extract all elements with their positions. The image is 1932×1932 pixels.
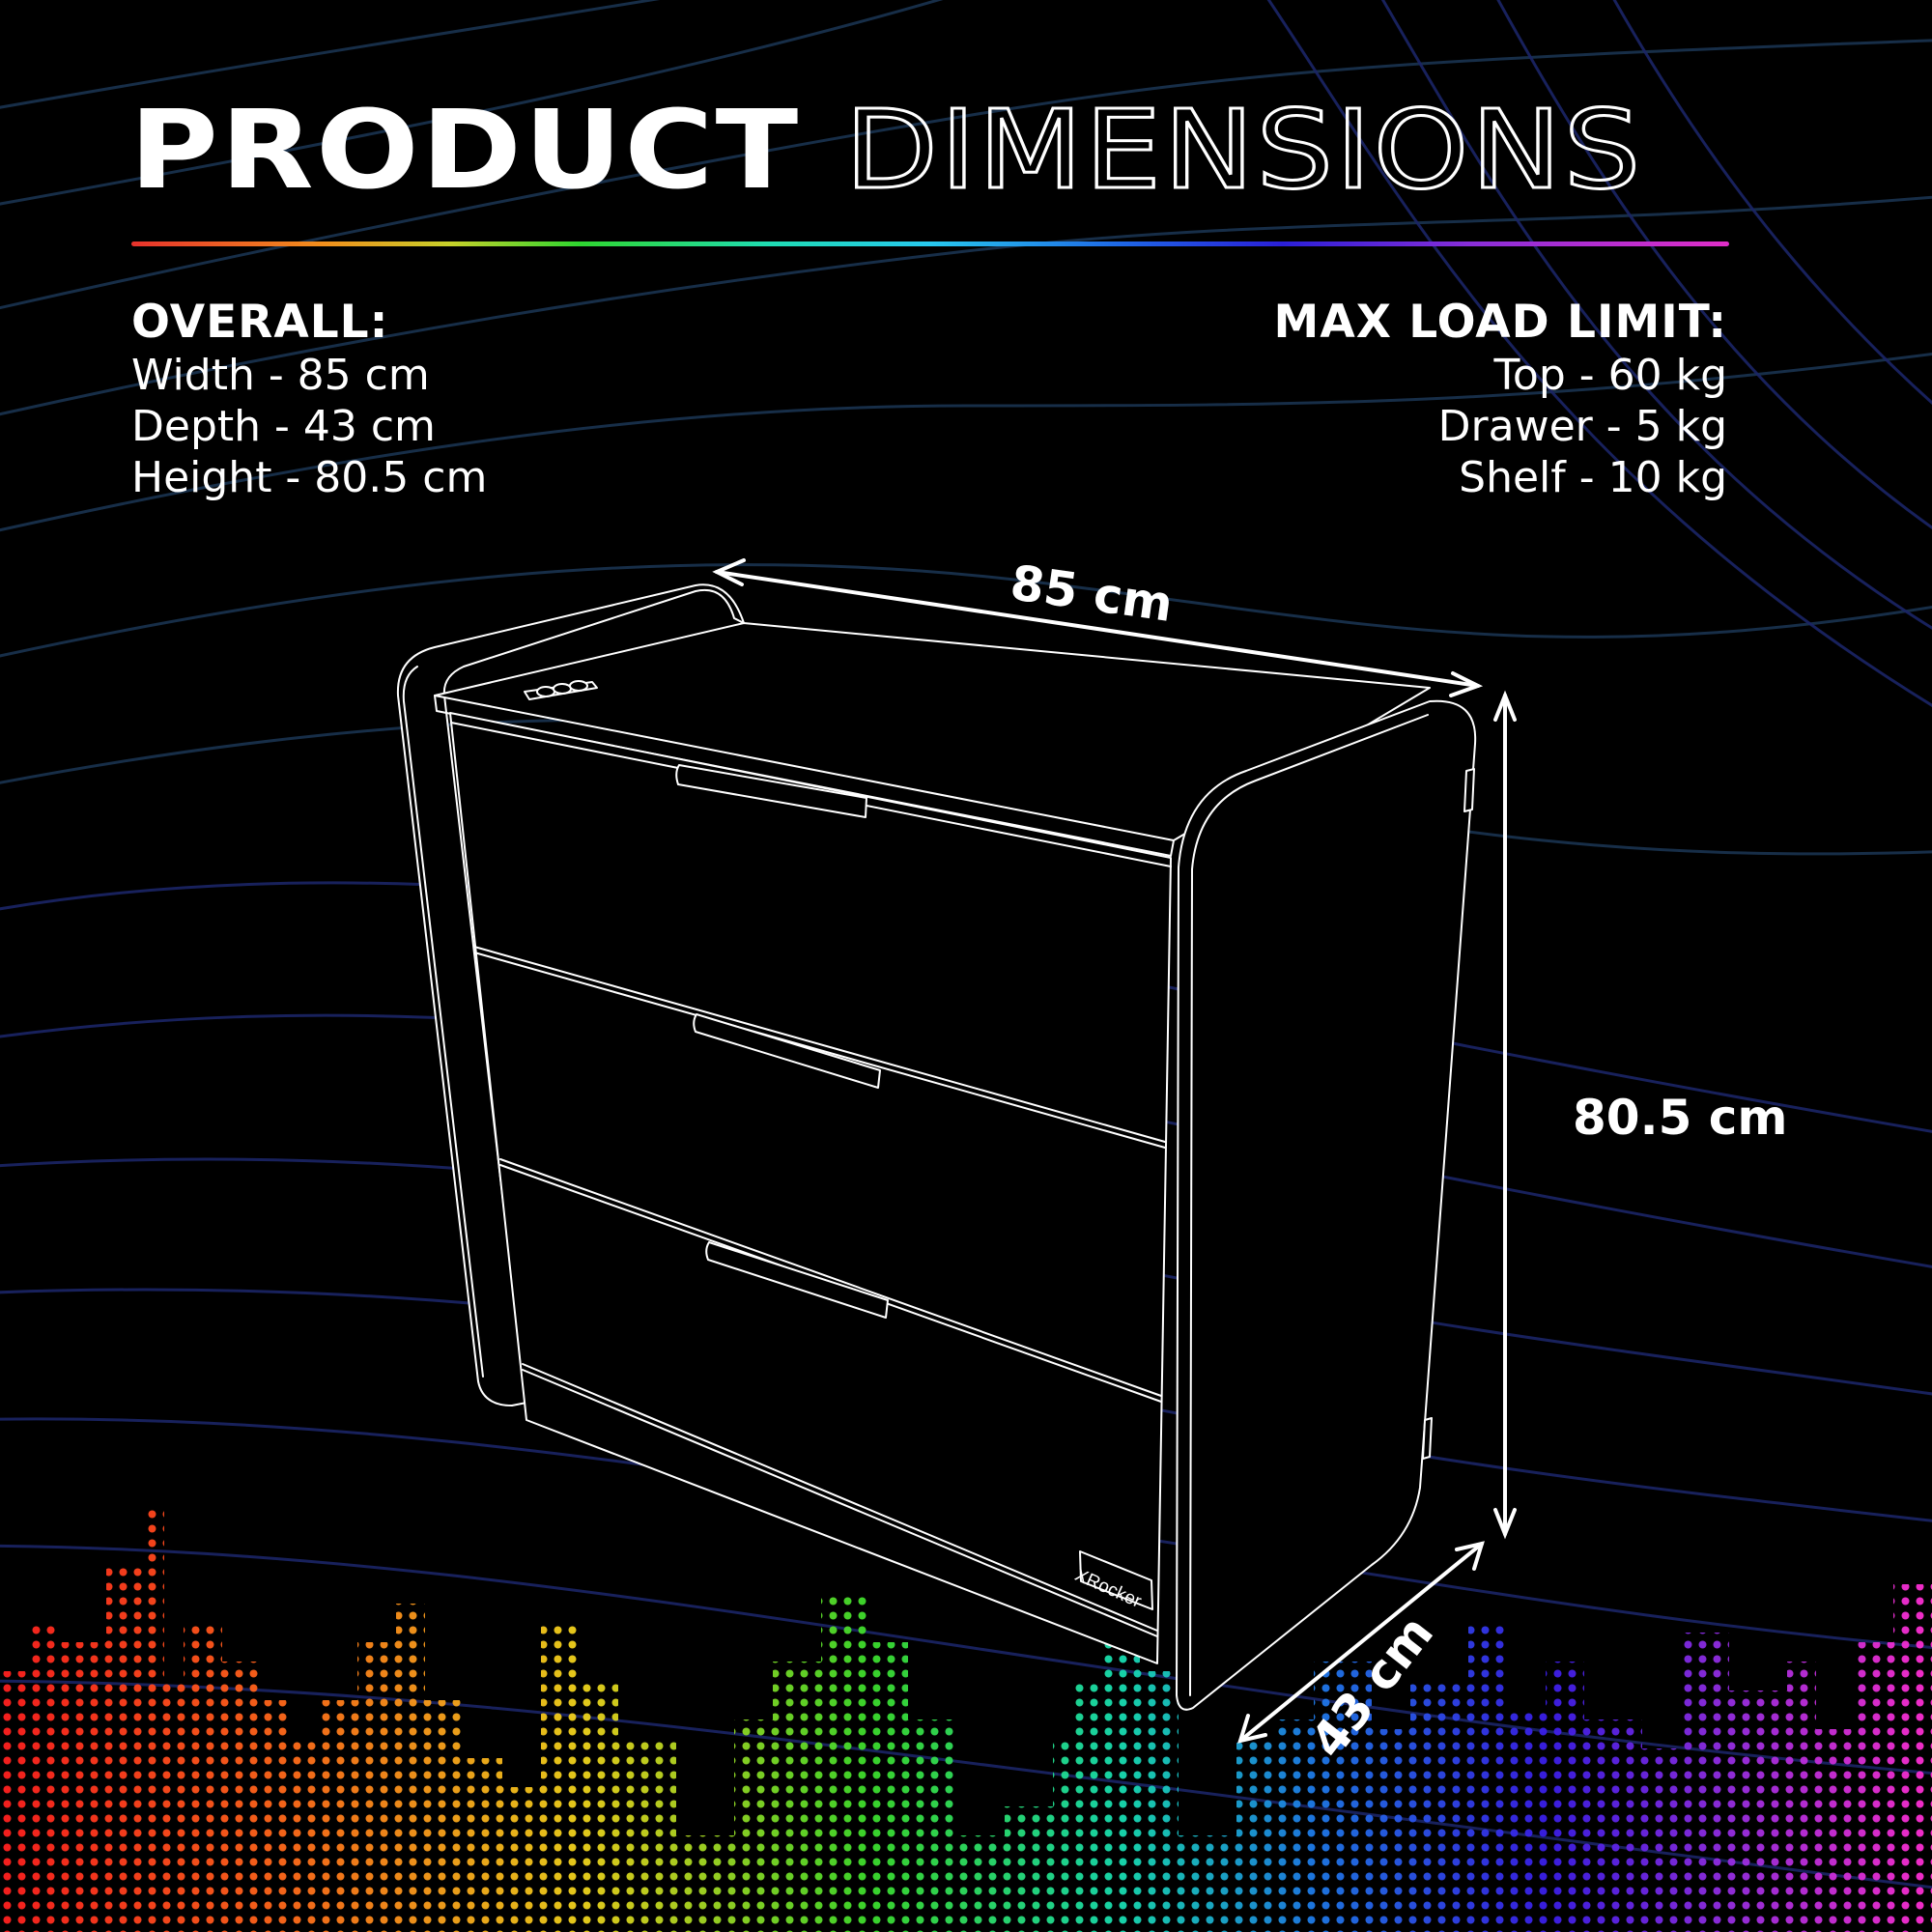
- overall-height: Height - 80.5 cm: [131, 453, 488, 502]
- title-solid-word: PRODUCT: [129, 88, 801, 213]
- width-arrow-icon: [712, 558, 1484, 697]
- overall-width: Width - 85 cm: [131, 351, 430, 400]
- height-arrow-icon: [1493, 690, 1517, 1540]
- load-drawer: Drawer - 5 kg: [1437, 402, 1727, 451]
- left-side-panel: [396, 583, 745, 1406]
- front-face: [449, 712, 1172, 1664]
- overall-depth: Depth - 43 cm: [131, 402, 436, 451]
- title-outline-word: DIMENSIONS: [843, 88, 1643, 213]
- right-side-panel: [1176, 699, 1477, 1711]
- top-surface: [434, 622, 1431, 841]
- drawer-handle-1: [675, 764, 867, 818]
- depth-arrow-icon: [1237, 1541, 1485, 1744]
- load-top: Top - 60 kg: [1493, 351, 1727, 400]
- height-dimension-label: 80.5 cm: [1573, 1090, 1788, 1146]
- load-shelf: Shelf - 10 kg: [1459, 453, 1727, 502]
- usb-port-icon: [524, 680, 598, 700]
- drawer-handle-2: [693, 1013, 881, 1089]
- max-load-block: MAX LOAD LIMIT: Top - 60 kg Drawer - 5 k…: [1274, 296, 1727, 503]
- drawer-handle-3: [705, 1241, 889, 1319]
- brand-badge: [1079, 1550, 1153, 1610]
- page-title: PRODUCT DIMENSIONS: [129, 96, 1642, 207]
- max-load-heading: MAX LOAD LIMIT:: [1273, 296, 1727, 349]
- overall-dimensions-block: OVERALL: Width - 85 cm Depth - 43 cm Hei…: [131, 296, 487, 503]
- overall-heading: OVERALL:: [131, 296, 389, 349]
- rainbow-divider: [131, 242, 1729, 246]
